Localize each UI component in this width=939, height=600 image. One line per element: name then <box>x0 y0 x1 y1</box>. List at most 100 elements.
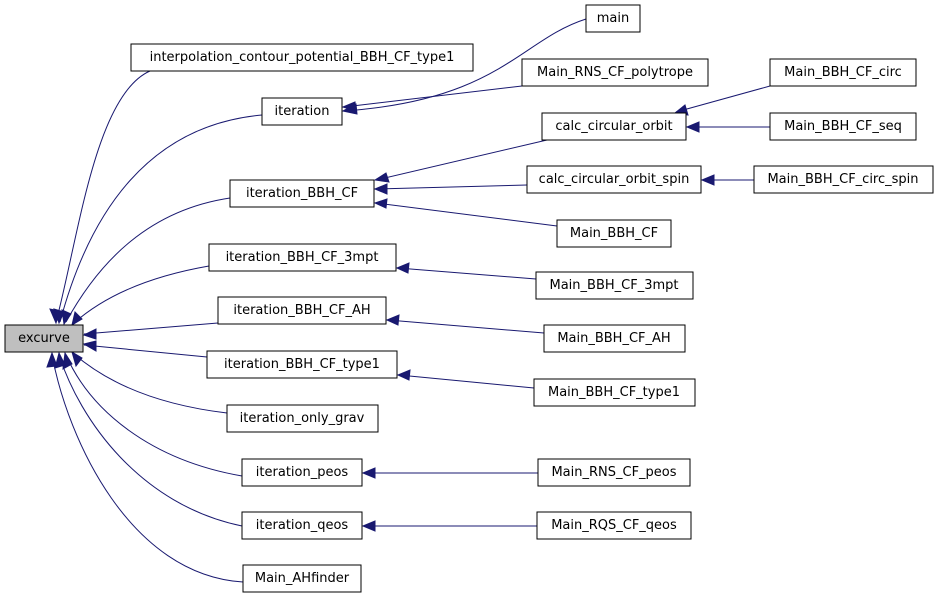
node-label: Main_BBH_CF_circ <box>784 65 902 80</box>
call-edge-m-seq <box>685 121 770 133</box>
node-iteration-peos[interactable]: iteration_peos <box>241 458 363 487</box>
edge-line <box>73 353 228 414</box>
node-calc-circular-orbit-spin[interactable]: calc_circular_orbit_spin <box>526 165 702 194</box>
edge-line <box>51 354 244 583</box>
edge-line <box>58 354 243 527</box>
arrowhead-icon <box>71 350 83 368</box>
edge-line <box>65 354 243 477</box>
edge-line <box>65 197 231 323</box>
node-main-bbh-cf-ah[interactable]: Main_BBH_CF_AH <box>543 324 686 353</box>
call-edge-it-qeos <box>54 351 243 527</box>
call-edge-m-circ <box>673 85 771 116</box>
edge-line <box>375 139 548 181</box>
arrowhead-icon <box>685 121 700 133</box>
node-main-bbh-cf-3mpt[interactable]: Main_BBH_CF_3mpt <box>535 271 694 300</box>
node-calc-circular-orbit[interactable]: calc_circular_orbit <box>541 112 687 141</box>
call-edge-rns-poly <box>341 85 523 112</box>
node-iteration-bbh-cf-ah[interactable]: iteration_BBH_CF_AH <box>217 296 387 325</box>
call-edge-m-ah <box>385 314 545 334</box>
arrowhead-icon <box>53 308 65 325</box>
call-edge-it-ah <box>82 322 219 340</box>
arrowhead-icon <box>373 198 388 209</box>
arrowhead-icon <box>700 174 715 186</box>
call-edge-it-bbh <box>61 197 231 326</box>
node-label: iteration_BBH_CF_type1 <box>224 357 380 372</box>
arrowhead-icon <box>341 101 357 112</box>
node-label: iteration_BBH_CF <box>246 186 358 201</box>
call-edge-m-type1 <box>396 369 535 389</box>
node-label: main <box>597 11 629 26</box>
arrowhead-icon <box>396 369 411 381</box>
node-label: Main_AHfinder <box>255 571 350 586</box>
node-main-bbh-cf-circ-spin[interactable]: Main_BBH_CF_circ_spin <box>753 165 934 194</box>
node-main-rns-cf-polytrope[interactable]: Main_RNS_CF_polytrope <box>521 58 709 87</box>
node-label: calc_circular_orbit <box>555 119 672 134</box>
node-label: Main_BBH_CF_AH <box>557 331 670 346</box>
node-iteration-bbh-cf[interactable]: iteration_BBH_CF <box>229 179 375 208</box>
edge-line <box>375 202 558 227</box>
node-label: iteration_only_grav <box>240 411 365 426</box>
call-edge-iteration <box>53 114 263 325</box>
edge-line <box>83 344 208 358</box>
node-label: iteration_BBH_CF_AH <box>233 303 370 318</box>
node-iteration-bbh-cf-3mpt[interactable]: iteration_BBH_CF_3mpt <box>208 243 397 272</box>
arrowhead-icon <box>61 309 72 326</box>
edge-line <box>675 85 771 113</box>
node-label: Main_BBH_CF_3mpt <box>550 278 679 293</box>
edge-line <box>59 114 263 323</box>
node-iteration-qeos[interactable]: iteration_qeos <box>241 511 363 540</box>
node-label: Main_BBH_CF_seq <box>784 119 902 134</box>
node-main-ahfinder[interactable]: Main_AHfinder <box>242 564 362 593</box>
call-edge-ahfinder <box>46 351 244 583</box>
arrowhead-icon <box>71 311 83 327</box>
arrowhead-icon <box>395 262 410 274</box>
edge-line <box>343 18 587 112</box>
node-main-bbh-cf-seq[interactable]: Main_BBH_CF_seq <box>769 112 917 141</box>
node-iteration-only-grav[interactable]: iteration_only_grav <box>226 404 379 433</box>
node-main-bbh-cf[interactable]: Main_BBH_CF <box>556 219 672 248</box>
node-main-rqs-cf-qeos[interactable]: Main_RQS_CF_qeos <box>536 511 692 540</box>
node-iteration[interactable]: iteration <box>261 97 343 126</box>
node-label: Main_RNS_CF_peos <box>551 465 676 480</box>
call-edge-m-3mpt <box>395 262 537 280</box>
node-label: Main_RQS_CF_qeos <box>551 518 677 533</box>
edge-line <box>398 374 535 389</box>
node-label: Main_BBH_CF <box>570 226 658 241</box>
node-main-bbh-cf-circ[interactable]: Main_BBH_CF_circ <box>769 58 917 87</box>
edge-line <box>343 85 523 108</box>
edge-line <box>55 70 151 323</box>
edge-line <box>387 319 545 334</box>
node-label: calc_circular_orbit_spin <box>539 172 690 187</box>
arrowhead-icon <box>373 183 388 195</box>
node-iteration-bbh-cf-type1[interactable]: iteration_BBH_CF_type1 <box>206 350 398 379</box>
call-edge-it-grav <box>71 350 228 414</box>
node-main[interactable]: main <box>585 4 641 33</box>
arrowhead-icon <box>62 351 73 370</box>
call-edge-interp <box>49 70 151 325</box>
arrowhead-icon <box>82 328 97 340</box>
node-main-bbh-cf-type1[interactable]: Main_BBH_CF_type1 <box>533 378 696 407</box>
node-label: excurve <box>18 331 70 346</box>
arrowhead-icon <box>82 340 97 352</box>
call-edge-m-qeos <box>361 520 537 532</box>
arrowhead-icon <box>46 351 58 368</box>
edge-line <box>397 267 537 280</box>
arrowhead-icon <box>385 314 400 326</box>
arrowhead-icon <box>361 467 376 479</box>
node-label: interpolation_contour_potential_BBH_CF_t… <box>150 50 455 65</box>
arrowhead-icon <box>54 351 66 369</box>
node-label: Main_BBH_CF_circ_spin <box>767 172 918 187</box>
node-excurve[interactable]: excurve <box>4 324 84 353</box>
node-label: Main_BBH_CF_type1 <box>548 385 680 400</box>
node-label: iteration_BBH_CF_3mpt <box>226 250 379 265</box>
node-label: Main_RNS_CF_polytrope <box>537 65 693 80</box>
edge-line <box>73 265 210 324</box>
call-edge-m-bbh <box>373 198 558 227</box>
node-label: iteration_peos <box>256 465 349 480</box>
node-interpolation-contour-potential-bbh-cf-type1[interactable]: interpolation_contour_potential_BBH_CF_t… <box>130 43 474 72</box>
call-edge-it-type1 <box>82 340 208 358</box>
node-label: iteration_qeos <box>256 518 349 533</box>
node-main-rns-cf-peos[interactable]: Main_RNS_CF_peos <box>537 458 691 487</box>
call-edge-calc-spin <box>373 183 528 195</box>
